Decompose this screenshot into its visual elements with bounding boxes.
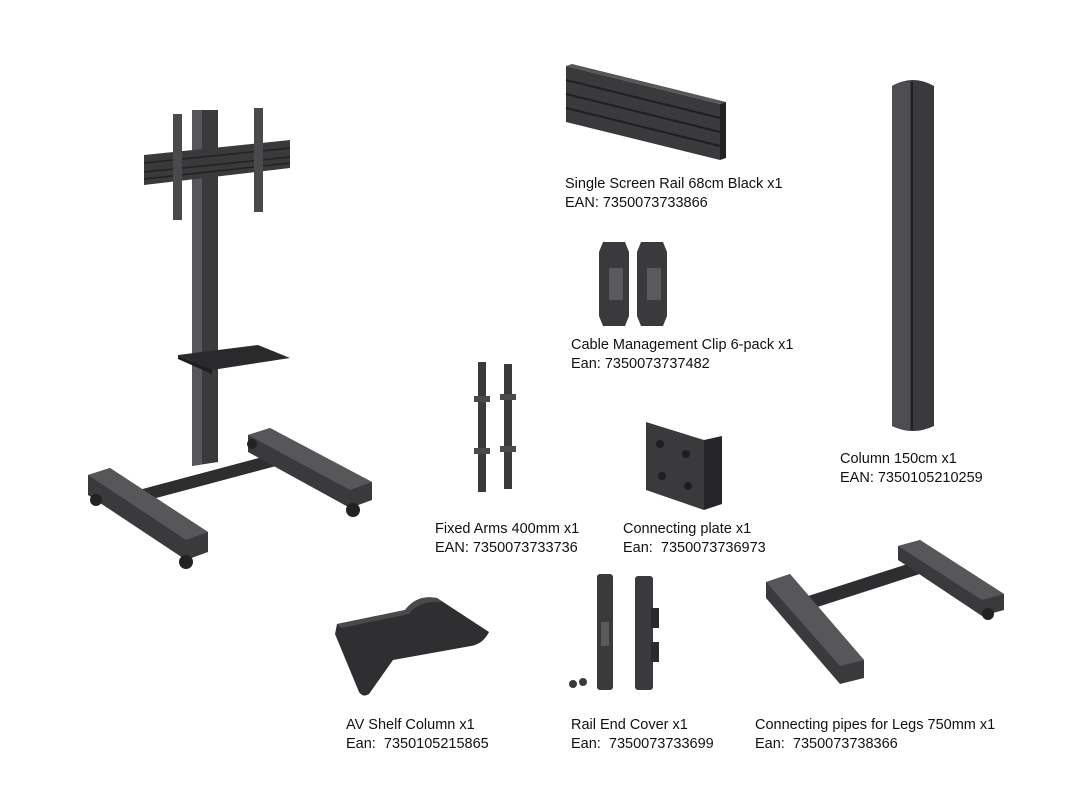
part-name: Connecting pipes for Legs 750mm x1 xyxy=(755,717,996,733)
cable-management-clip-image xyxy=(595,238,675,328)
part-code: Ean: 7350105215865 xyxy=(346,736,489,752)
cable-management-clip-caption: Cable Management Clip 6-pack x1 Ean: 735… xyxy=(571,336,793,374)
av-shelf-image xyxy=(333,594,493,699)
fixed-arms-image xyxy=(468,360,518,495)
part-name: Fixed Arms 400mm x1 xyxy=(435,521,580,537)
part-code: EAN: 7350105210259 xyxy=(840,470,983,486)
fixed-arms-caption: Fixed Arms 400mm x1 EAN: 7350073733736 xyxy=(435,520,579,558)
connecting-plate-caption: Connecting plate x1 Ean: 7350073736973 xyxy=(623,520,766,558)
part-code: EAN: 7350073733736 xyxy=(435,540,578,556)
connecting-plate-image xyxy=(640,418,730,513)
part-code: Ean: 7350073733699 xyxy=(571,736,714,752)
part-code: Ean: 7350073737482 xyxy=(571,356,710,372)
assembled-stand-image xyxy=(80,100,380,580)
connecting-pipes-legs-caption: Connecting pipes for Legs 750mm x1 Ean: … xyxy=(755,716,995,754)
part-name: Connecting plate x1 xyxy=(623,521,752,537)
rail-end-cover-image xyxy=(565,572,665,694)
single-screen-rail-image xyxy=(560,62,730,162)
part-name: Column 150cm x1 xyxy=(840,451,957,467)
single-screen-rail-caption: Single Screen Rail 68cm Black x1 EAN: 73… xyxy=(565,175,783,213)
part-name: AV Shelf Column x1 xyxy=(346,717,475,733)
column-image xyxy=(888,78,938,433)
connecting-pipes-legs-image xyxy=(762,538,1008,688)
part-name: Rail End Cover x1 xyxy=(571,717,688,733)
part-code: Ean: 7350073736973 xyxy=(623,540,766,556)
part-name: Cable Management Clip 6-pack x1 xyxy=(571,337,794,353)
rail-end-cover-caption: Rail End Cover x1 Ean: 7350073733699 xyxy=(571,716,714,754)
av-shelf-column-caption: AV Shelf Column x1 Ean: 7350105215865 xyxy=(346,716,489,754)
column-caption: Column 150cm x1 EAN: 7350105210259 xyxy=(840,450,983,488)
part-code: Ean: 7350073738366 xyxy=(755,736,898,752)
part-name: Single Screen Rail 68cm Black x1 xyxy=(565,176,783,192)
part-code: EAN: 7350073733866 xyxy=(565,195,708,211)
